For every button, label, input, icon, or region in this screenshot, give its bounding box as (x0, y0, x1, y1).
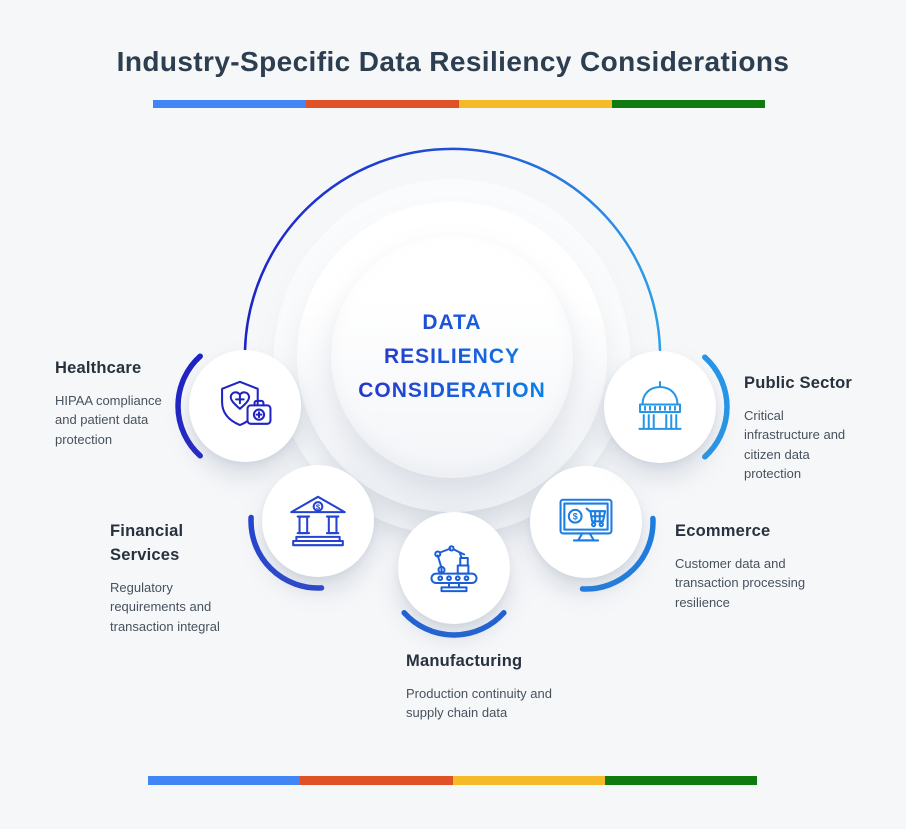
divider-segment (300, 776, 453, 785)
divider-segment (604, 776, 757, 785)
node-financial-services: $ (262, 465, 374, 577)
label-public-sector: Public Sector Critical infrastructure an… (744, 372, 856, 484)
sector-name: Ecommerce (675, 522, 771, 540)
sector-description: Regulatory requirements and transaction … (110, 579, 220, 634)
center-title-line: CONSIDERATION (358, 379, 546, 402)
sector-name: Financial Services (110, 522, 184, 564)
divider-segment (452, 776, 605, 785)
center-title-line: RESILIENCY (383, 344, 521, 368)
government-dome-icon (638, 381, 682, 430)
label-ecommerce: Ecommerce Customer data and transaction … (675, 520, 825, 612)
sector-arc-ecommerce (579, 515, 656, 592)
label-healthcare: Healthcare HIPAA compliance and patient … (55, 357, 175, 449)
orbit-arc (243, 147, 662, 352)
svg-text:$: $ (316, 502, 321, 511)
divider-bar (153, 100, 765, 108)
monitor-dollar-cart-icon: $ (559, 498, 613, 542)
sector-name: Manufacturing (406, 652, 523, 670)
divider-segment (612, 100, 765, 108)
svg-text:$: $ (573, 511, 578, 521)
sector-description: Customer data and transaction processing… (675, 555, 806, 610)
robot-arm-conveyor-icon (430, 545, 478, 593)
sector-name: Healthcare (55, 359, 142, 377)
sector-description: Production continuity and supply chain d… (406, 685, 552, 721)
sector-arc-healthcare (175, 353, 203, 459)
label-manufacturing: Manufacturing Production continuity and … (406, 650, 556, 723)
label-financial-services: Financial Services Regulatory requiremen… (110, 520, 240, 636)
divider-segment (306, 100, 459, 108)
center-title: DATA RESILIENCY CONSIDERATION (358, 306, 546, 408)
node-healthcare (189, 350, 301, 462)
bank-building-icon: $ (290, 495, 346, 547)
divider-segment (153, 100, 306, 108)
divider-bar (148, 776, 757, 785)
sector-description: HIPAA compliance and patient data protec… (55, 392, 162, 447)
page-title: Industry-Specific Data Resiliency Consid… (116, 46, 790, 77)
node-public-sector (604, 351, 716, 463)
divider-segment (459, 100, 612, 108)
node-ecommerce: $ (530, 466, 642, 578)
sector-description: Critical infrastructure and citizen data… (744, 407, 846, 482)
sector-arc-public-sector (702, 354, 730, 460)
center-circle: DATA RESILIENCY CONSIDERATION (331, 236, 573, 478)
sector-arc-manufacturing (401, 610, 507, 638)
sector-arc-financial-services (248, 514, 325, 591)
sector-name: Public Sector (744, 374, 853, 392)
divider-segment (148, 776, 301, 785)
center-title-line: DATA (422, 310, 482, 334)
shield-heart-medical-bag-icon (221, 380, 272, 427)
node-manufacturing (398, 512, 510, 624)
